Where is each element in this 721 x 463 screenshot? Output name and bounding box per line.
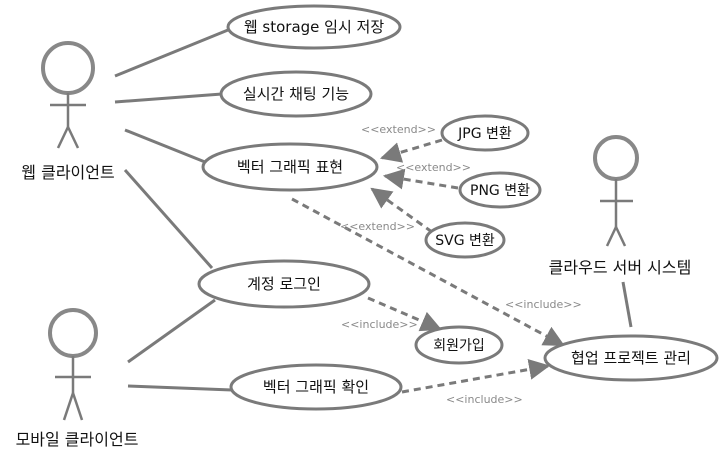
include-login-signup	[367, 296, 442, 332]
extend-svg	[370, 187, 433, 234]
assoc-mobile-login	[127, 298, 216, 364]
actor-figure-icon	[41, 41, 95, 149]
use-case-project-manage[interactable]: 협업 프로젝트 관리	[543, 334, 719, 382]
use-case-signup-label: 회원가입	[433, 338, 485, 354]
use-case-jpg-label: JPG 변환	[457, 126, 512, 142]
stereotype-vector-project: <<include>>	[505, 298, 582, 311]
associations	[114, 28, 633, 392]
use-case-svg-label: SVG 변환	[435, 233, 495, 249]
use-case-vector-graphic-render-label: 벡터 그래픽 표현	[237, 158, 343, 176]
stereotype-labels: <<extend>> <<extend>> <<extend>> <<inclu…	[340, 123, 582, 406]
use-case-vector-graphic-render[interactable]: 벡터 그래픽 표현	[201, 142, 379, 192]
actor-cloud-system[interactable]: 클라우드 서버 시스템	[549, 135, 692, 277]
actor-mobile-client-label: 모바일 클라이언트	[16, 430, 139, 449]
use-case-vector-graphic-check-label: 벡터 그래픽 확인	[263, 378, 369, 396]
actor-web-client-label: 웹 클라이언트	[21, 163, 114, 182]
actor-figure-icon	[48, 308, 98, 421]
assoc-web-login	[123, 169, 214, 269]
use-case-vector-graphic-check[interactable]: 벡터 그래픽 확인	[229, 363, 403, 411]
use-cases: 웹 storage 임시 저장 실시간 채팅 기능 벡터 그래픽 표현 JPG …	[197, 4, 719, 411]
dependencies	[291, 138, 565, 394]
actor-mobile-client[interactable]: 모바일 클라이언트	[16, 308, 139, 449]
use-case-web-storage[interactable]: 웹 storage 임시 저장	[226, 4, 402, 50]
actor-figure-icon	[593, 135, 639, 247]
extend-jpg	[379, 138, 443, 163]
actor-cloud-system-label: 클라우드 서버 시스템	[549, 258, 692, 277]
use-case-signup[interactable]: 회원가입	[414, 325, 504, 365]
include-vector-project	[291, 197, 565, 347]
assoc-mobile-check	[127, 384, 233, 392]
stereotype-check-project: <<include>>	[446, 393, 523, 406]
use-case-svg[interactable]: SVG 변환	[424, 221, 506, 259]
stereotype-png: <<extend>>	[396, 161, 471, 174]
assoc-web-chat	[114, 92, 223, 104]
use-case-realtime-chat-label: 실시간 채팅 기능	[243, 85, 349, 103]
use-case-web-storage-label: 웹 storage 임시 저장	[244, 18, 384, 36]
use-case-project-manage-label: 협업 프로젝트 관리	[571, 349, 691, 367]
assoc-cloud-project	[621, 281, 633, 328]
use-case-png-label: PNG 변환	[470, 183, 530, 199]
actor-web-client[interactable]: 웹 클라이언트	[21, 41, 115, 182]
use-case-realtime-chat[interactable]: 실시간 채팅 기능	[219, 70, 373, 118]
assoc-web-storage	[114, 28, 229, 78]
include-check-project	[401, 358, 551, 394]
assoc-web-vector	[124, 128, 206, 164]
use-case-png[interactable]: PNG 변환	[458, 171, 542, 209]
use-case-jpg[interactable]: JPG 변환	[440, 114, 530, 152]
stereotype-login-signup: <<include>>	[341, 318, 418, 331]
extend-png	[382, 168, 459, 190]
use-case-login-label: 계정 로그인	[247, 275, 321, 293]
stereotype-jpg: <<extend>>	[361, 123, 436, 136]
stereotype-svg: <<extend>>	[340, 220, 415, 233]
use-case-login[interactable]: 계정 로그인	[197, 259, 371, 309]
